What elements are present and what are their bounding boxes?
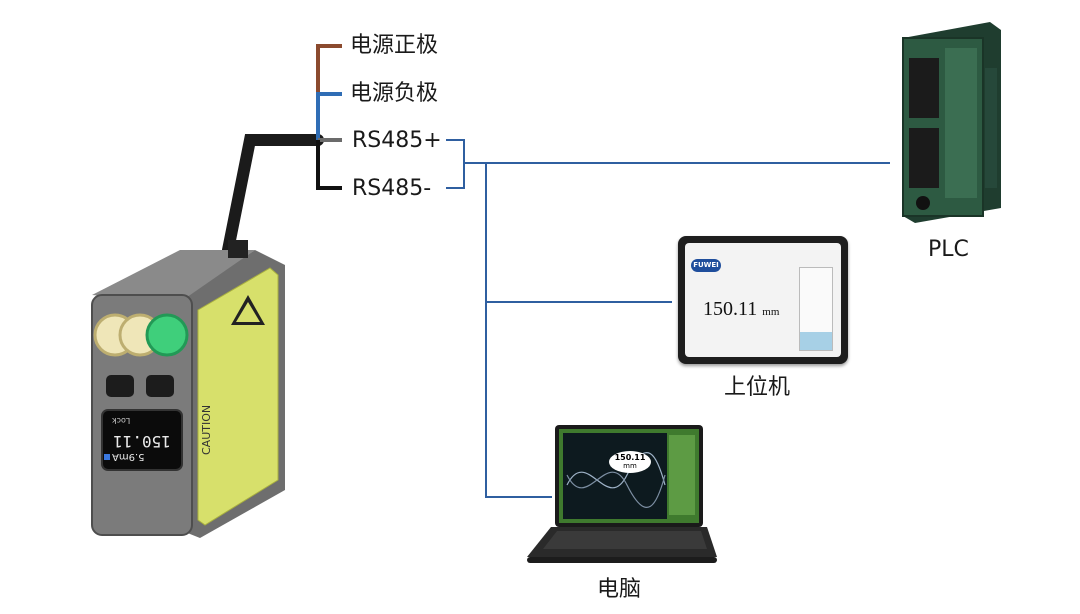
host-screen: FUWEI 150.11 mm (685, 243, 841, 357)
laptop-reading-badge: 150.11 mm (609, 451, 651, 473)
plc-label: PLC (928, 237, 969, 262)
laser-sensor: CAUTION 5.9mA 150.11 Lock (80, 240, 320, 540)
laptop-reading-unit: mm (623, 462, 637, 470)
host-display: FUWEI 150.11 mm (678, 236, 848, 364)
label-rs485-minus: RS485- (352, 176, 432, 201)
host-label: 上位机 (724, 375, 791, 400)
plc-unit (895, 18, 1005, 223)
laptop-illustration (527, 425, 717, 563)
sensor-display-status: Lock (112, 416, 131, 425)
sensor-display-current: 5.9mA (112, 451, 145, 462)
host-level-bar (799, 267, 833, 351)
host-brand-badge: FUWEI (691, 259, 721, 272)
laser-sensor-illustration: CAUTION 5.9mA 150.11 Lock (91, 240, 285, 538)
wire-power-negative (316, 92, 342, 140)
host-level-fill (800, 332, 832, 350)
label-power-negative: 电源负极 (350, 81, 439, 106)
laptop: 150.11 mm (527, 425, 717, 570)
plc-illustration (902, 22, 1001, 223)
rs485-bracket (446, 139, 465, 189)
wire-rs485-minus (316, 140, 342, 190)
host-reading-value: 150.11 (703, 298, 758, 320)
sensor-cable (222, 134, 324, 256)
caution-text: CAUTION (200, 405, 213, 455)
computer-label: 电脑 (597, 577, 642, 602)
laptop-reading-value: 150.11 (614, 453, 646, 462)
bus-drop (485, 163, 552, 498)
host-reading: 150.11 mm (703, 298, 779, 321)
host-reading-unit: mm (762, 306, 780, 318)
label-power-positive: 电源正极 (350, 33, 439, 58)
host-brand: FUWEI (693, 261, 719, 269)
sensor-display-reading: 150.11 (113, 432, 171, 451)
label-rs485-plus: RS485+ (352, 128, 442, 153)
